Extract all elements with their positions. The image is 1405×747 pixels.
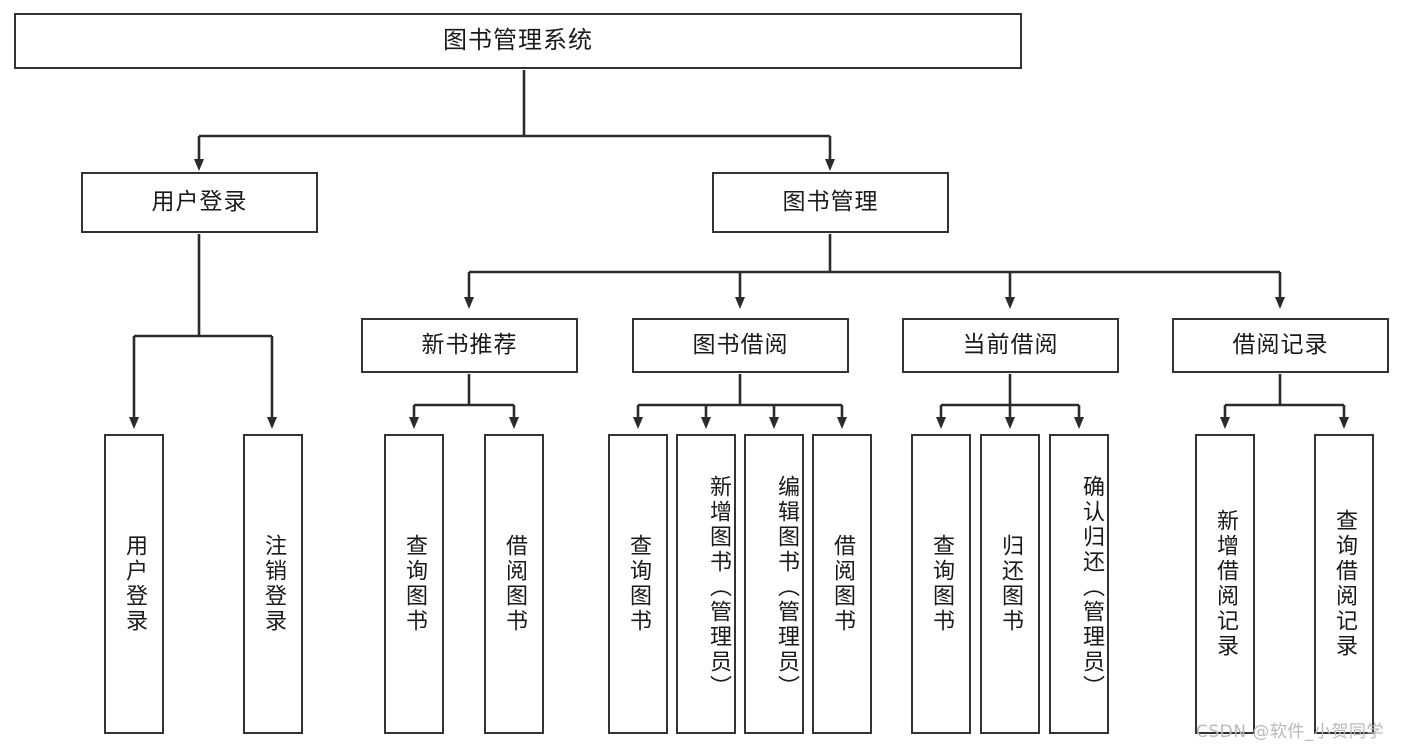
node-leaf-user-logout[interactable]: 注销登录 [243,434,303,734]
node-label: 新增图书（管理员） [706,474,731,700]
node-borrow-record[interactable]: 借阅记录 [1172,318,1389,373]
node-leaf-confirm-return[interactable]: 确认归还（管理员） [1049,434,1109,734]
node-leaf-user-login[interactable]: 用户登录 [104,434,164,734]
node-label: 图书管理系统 [443,26,593,55]
node-label: 查询图书 [402,534,427,634]
node-book-management-system[interactable]: 图书管理系统 [14,13,1022,69]
node-label: 编辑图书（管理员） [774,474,799,700]
node-label: 借阅图书 [830,534,855,634]
node-label: 查询借阅记录 [1332,509,1357,659]
node-leaf-query-book-1[interactable]: 查询图书 [384,434,444,734]
node-label: 新书推荐 [421,332,518,359]
node-leaf-add-record[interactable]: 新增借阅记录 [1195,434,1255,734]
node-label: 查询图书 [626,534,651,634]
node-current-borrow[interactable]: 当前借阅 [902,318,1119,373]
node-leaf-query-record[interactable]: 查询借阅记录 [1314,434,1374,734]
node-leaf-edit-book[interactable]: 编辑图书（管理员） [744,434,804,734]
node-label: 查询图书 [929,534,954,634]
node-label: 归还图书 [998,534,1023,634]
node-leaf-add-book[interactable]: 新增图书（管理员） [676,434,736,734]
node-label: 新增借阅记录 [1213,509,1238,659]
node-label: 借阅记录 [1232,332,1329,359]
node-leaf-borrow-book-1[interactable]: 借阅图书 [484,434,544,734]
node-book-manage[interactable]: 图书管理 [712,172,949,233]
node-label: 借阅图书 [502,534,527,634]
node-leaf-query-book-3[interactable]: 查询图书 [911,434,971,734]
node-leaf-borrow-book-2[interactable]: 借阅图书 [812,434,872,734]
node-label: 用户登录 [151,189,248,216]
node-leaf-query-book-2[interactable]: 查询图书 [608,434,668,734]
node-book-borrow[interactable]: 图书借阅 [632,318,849,373]
node-label: 图书借阅 [692,332,789,359]
node-label: 当前借阅 [962,332,1059,359]
watermark-text: CSDN @软件_小贺同学 [1196,722,1384,742]
node-new-book-recommend[interactable]: 新书推荐 [361,318,578,373]
node-leaf-return-book[interactable]: 归还图书 [980,434,1040,734]
node-user-login[interactable]: 用户登录 [81,172,318,233]
node-label: 用户登录 [122,534,147,634]
node-label: 图书管理 [782,189,879,216]
node-label: 确认归还（管理员） [1079,474,1104,700]
node-label: 注销登录 [261,534,286,634]
